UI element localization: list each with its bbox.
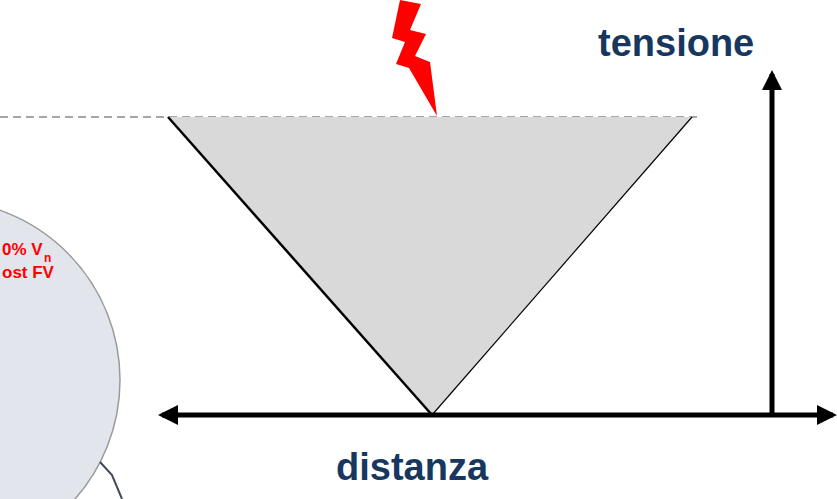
note-text: ost FV [2,264,54,281]
triangle-edge [168,117,432,415]
map-border [100,462,122,499]
lightning-bolt [392,0,437,116]
triangle-edge [432,117,692,415]
map-region [0,200,120,499]
voltage-axis [770,74,775,415]
voltage-triangle [168,117,692,415]
axis-label: tensione [598,24,754,62]
distance-axis [162,413,833,418]
axis-label: distanza [336,448,488,486]
note-text: 0% V [2,241,43,258]
note-subscript: n [44,252,51,264]
